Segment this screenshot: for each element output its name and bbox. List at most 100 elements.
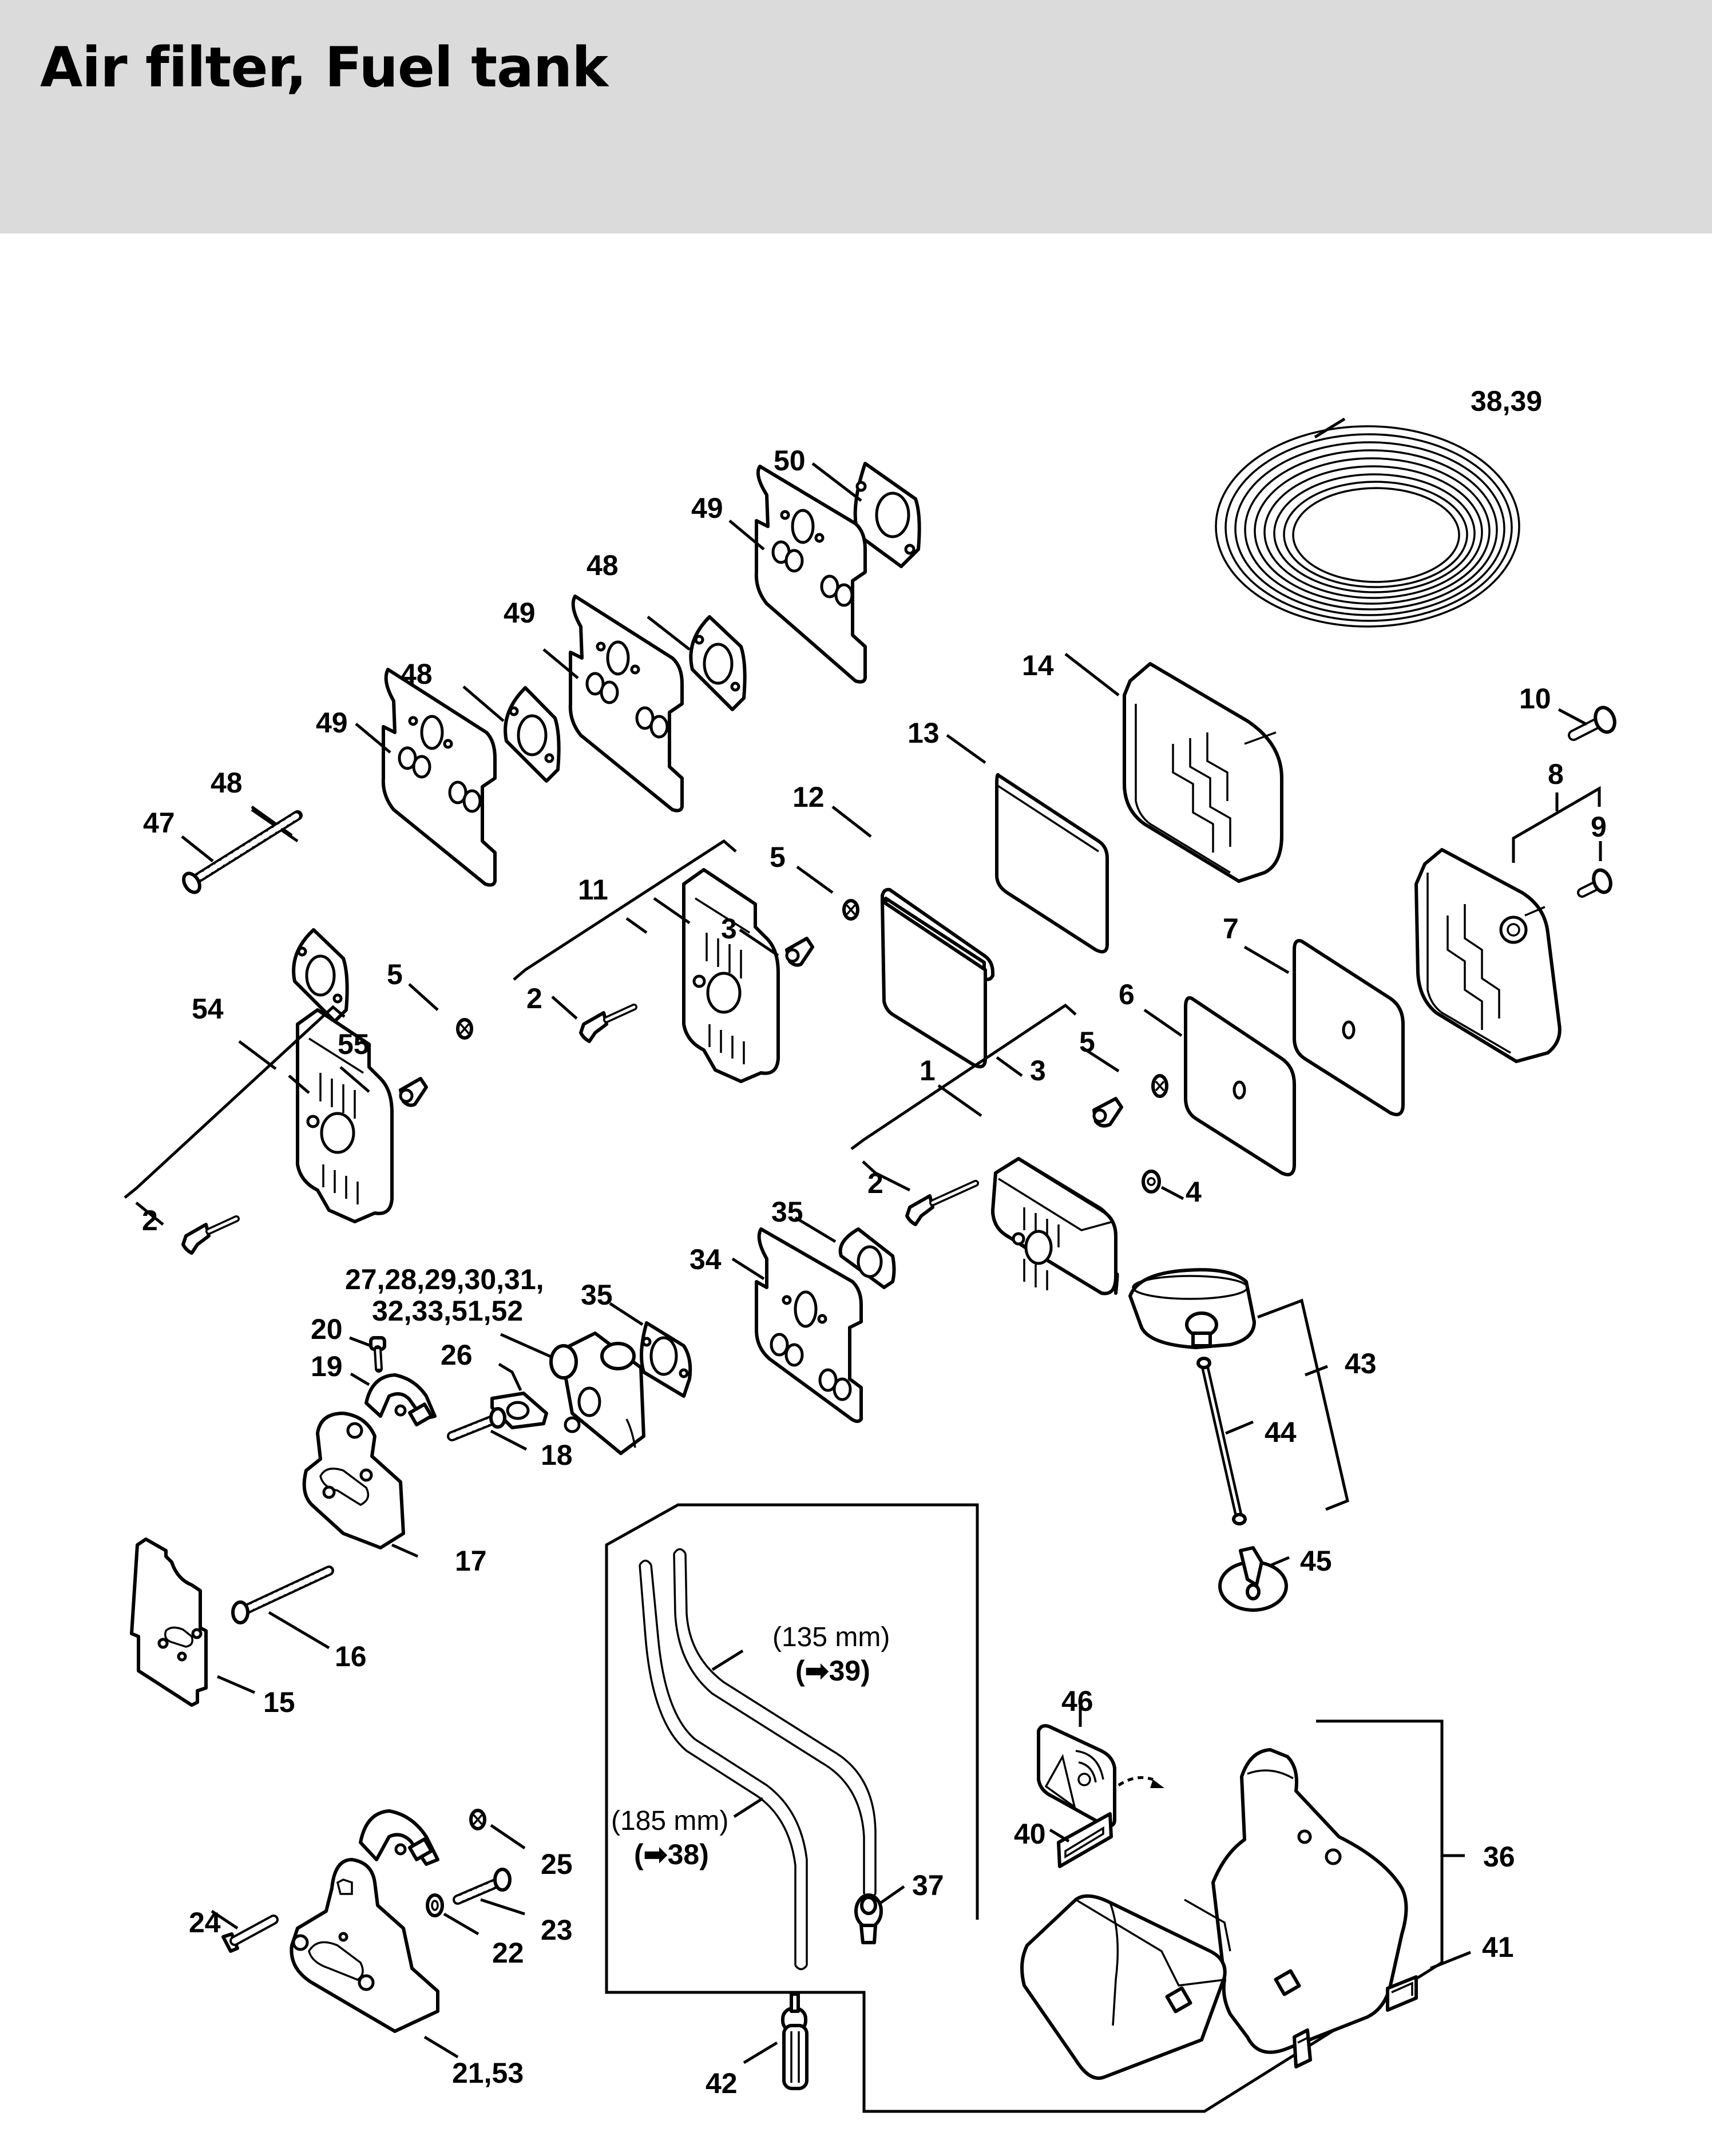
callout-35-lower: 35 [581, 1279, 613, 1311]
callout-14: 14 [1022, 649, 1054, 681]
hose-length-long: (185 mm) [611, 1806, 728, 1836]
clip-3-mid[interactable] [785, 937, 814, 967]
fuel-tank-36[interactable] [1020, 1748, 1408, 2080]
gasket-48-lower[interactable] [504, 686, 561, 783]
callout-5-mid: 5 [770, 841, 786, 873]
rubber-buffer-41-right[interactable] [1386, 1975, 1418, 2012]
air-filter-base-54[interactable] [296, 1008, 394, 1223]
gasket-50[interactable] [853, 462, 921, 568]
callout-1: 1 [920, 1055, 936, 1087]
screw-23[interactable] [453, 1868, 512, 1905]
throttle-sector-19[interactable] [364, 1373, 437, 1426]
fuel-cap-ring-45[interactable] [1218, 1546, 1288, 1612]
nut-4[interactable] [1142, 1170, 1161, 1194]
star-washer-5-mid[interactable] [842, 899, 859, 921]
callout-19: 19 [311, 1350, 343, 1382]
air-filter-base-11[interactable] [682, 868, 780, 1083]
callout-3-right: 3 [1030, 1055, 1046, 1087]
callout-15: 15 [263, 1686, 295, 1718]
hose-length-short: (135 mm) [772, 1622, 890, 1652]
callout-16: 16 [335, 1640, 367, 1673]
clip-2-left[interactable] [181, 1215, 240, 1255]
spacer-plate-49-top[interactable] [754, 465, 867, 684]
intake-manifold-17[interactable] [302, 1412, 405, 1549]
intake-manifold-21[interactable] [290, 1858, 439, 2033]
arrow-right-icon: ➡ [644, 1838, 668, 1870]
fuel-hose-long[interactable] [639, 1559, 808, 1971]
callout-24: 24 [189, 1907, 221, 1939]
callout-37: 37 [912, 1869, 944, 1901]
page-title: Air filter, Fuel tank [40, 35, 608, 100]
carburetor[interactable] [549, 1331, 645, 1455]
callout-40: 40 [1014, 1818, 1046, 1850]
callout-41: 41 [1482, 1931, 1514, 1963]
washer-22[interactable] [426, 1893, 444, 1917]
callout-34: 34 [689, 1243, 722, 1275]
spacer-plate-34[interactable] [755, 1227, 863, 1423]
callout-27-line2: 32,33,51,52 [372, 1295, 523, 1327]
callout-5-right: 5 [1079, 1026, 1095, 1058]
filter-element-12[interactable] [881, 887, 994, 1069]
air-filter-cover-8[interactable] [1414, 848, 1562, 1063]
callout-50: 50 [774, 445, 806, 477]
callout-49-mid: 49 [504, 597, 536, 629]
retainer-rod-44[interactable] [1196, 1357, 1247, 1525]
star-washer-5-right[interactable] [1151, 1074, 1168, 1098]
plate-40[interactable] [1057, 1812, 1113, 1868]
callout-17: 17 [455, 1545, 487, 1577]
callout-2-right: 2 [867, 1167, 883, 1199]
callout-21-53: 21,53 [452, 2057, 524, 2089]
hose-group-frame [605, 1503, 1444, 2113]
arrow-dashed-icon [1150, 1780, 1164, 1788]
star-washer-5-left[interactable] [456, 1018, 473, 1040]
callout-47: 47 [143, 807, 175, 839]
callout-12: 12 [792, 781, 825, 813]
callout-20: 20 [311, 1313, 343, 1345]
callout-10: 10 [1519, 683, 1551, 715]
callout-48-mid: 48 [586, 549, 619, 581]
clip-2-mid[interactable] [579, 1004, 637, 1043]
long-screw-16[interactable] [231, 1566, 334, 1624]
long-screw-47[interactable] [180, 810, 303, 895]
hose-ref-long-number: 38 [668, 1838, 700, 1870]
fuel-cap-43[interactable] [1128, 1268, 1256, 1349]
callout-27-line1: 27,28,29,30,31, [345, 1263, 544, 1295]
screw-10[interactable] [1568, 705, 1618, 741]
screw-20[interactable] [369, 1336, 386, 1373]
throttle-sector-25[interactable] [359, 1809, 439, 1866]
fuel-line-coil[interactable] [1215, 425, 1520, 628]
gasket-48-bottom[interactable] [292, 928, 349, 1023]
callout-25: 25 [541, 1848, 573, 1880]
air-filter-housing-14[interactable] [1123, 662, 1283, 883]
callout-45: 45 [1300, 1545, 1332, 1577]
callout-48-bottom: 48 [211, 767, 243, 799]
clip-55[interactable] [399, 1077, 428, 1107]
spacer-plate-49-mid[interactable] [568, 595, 684, 813]
callout-26: 26 [441, 1339, 473, 1371]
filter-element-7[interactable] [1293, 939, 1405, 1116]
clip-3-right[interactable] [1092, 1097, 1123, 1128]
filter-element-13[interactable] [995, 773, 1109, 954]
bolt-24[interactable] [221, 1915, 279, 1953]
callout-11: 11 [578, 874, 608, 906]
rubber-buffer-41-left[interactable] [1293, 2028, 1312, 2068]
air-filter-base-1[interactable] [991, 1157, 1119, 1295]
callout-49-top: 49 [691, 492, 723, 524]
callout-36: 36 [1483, 1841, 1515, 1873]
gasket-35-lower[interactable] [640, 1321, 692, 1398]
callout-22: 22 [492, 1937, 524, 1969]
gasket-35-upper[interactable] [838, 1227, 896, 1289]
screw-9[interactable] [1577, 867, 1614, 898]
gasket-15[interactable] [130, 1537, 208, 1707]
grommet-37[interactable] [854, 1893, 883, 1944]
fuel-filter-42[interactable] [781, 1992, 809, 2090]
callout-38-39: 38,39 [1471, 385, 1542, 417]
filter-element-6[interactable] [1184, 996, 1296, 1176]
clip-2-right[interactable] [905, 1180, 979, 1226]
spacer-plate-49-lower[interactable] [381, 668, 497, 887]
star-washer-25[interactable] [469, 1809, 486, 1830]
gasket-48-mid[interactable] [689, 615, 747, 711]
warning-label-46[interactable] [1037, 1724, 1116, 1828]
callout-5-left: 5 [387, 958, 403, 990]
screw-18[interactable] [447, 1407, 506, 1441]
